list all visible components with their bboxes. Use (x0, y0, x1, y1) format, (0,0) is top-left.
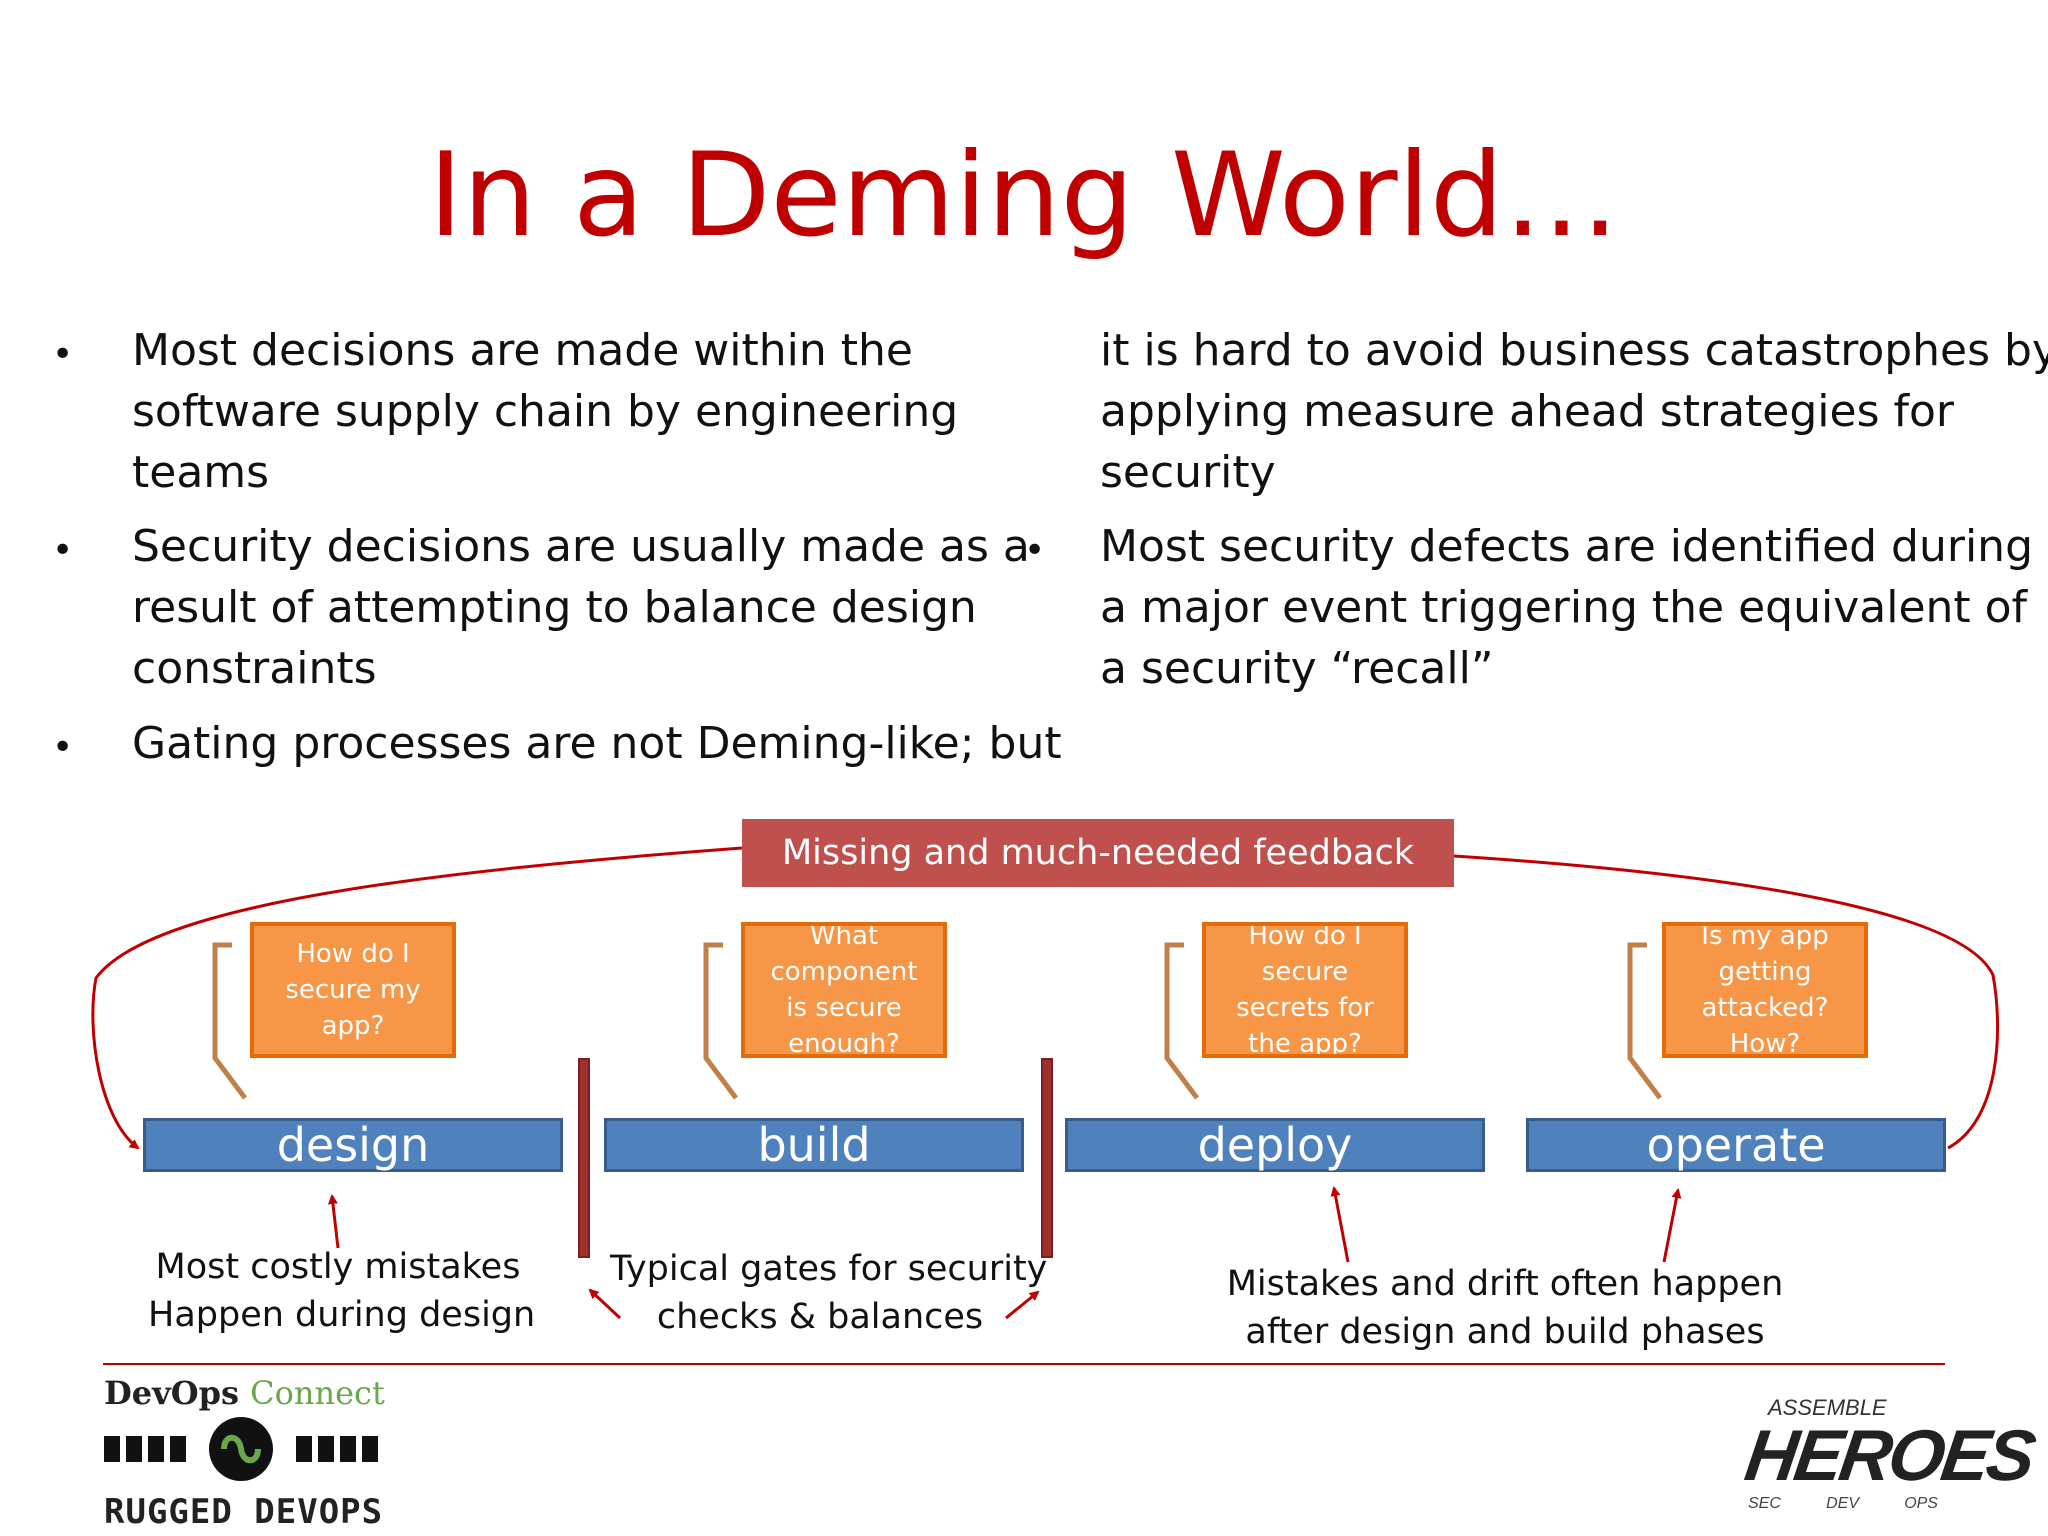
question-line: attacked? (1701, 993, 1829, 1023)
bullet-text-line: security (1100, 447, 1276, 498)
bullet-text-line: software supply chain by engineering (132, 386, 959, 437)
question-line: component (770, 957, 918, 987)
question-line: secure my (285, 975, 421, 1005)
phase-operate: operate (1526, 1118, 1946, 1172)
question-line: How do I (296, 939, 410, 969)
bullet-text-line: Gating processes are not Deming-like; bu… (132, 718, 1062, 769)
security-gate-2 (1041, 1058, 1053, 1258)
caption-design: Most costly mistakes Happen during desig… (148, 1243, 536, 1339)
bullet-text-line: a major event triggering the equivalent … (1100, 582, 2028, 633)
question-line: the app? (1248, 1029, 1362, 1058)
feedback-loop-curve-right (1453, 854, 2000, 1150)
chain-logo-icon (104, 1417, 378, 1481)
assemble-heroes-logo: ASSEMBLE HEROES SEC DEV OPS (1738, 1395, 2037, 1525)
feedback-loop-curve (91, 846, 743, 1150)
bullet-text-line: Security decisions are usually made as a (132, 521, 1030, 572)
bullet-text-line: applying measure ahead strategies for (1100, 386, 1954, 437)
question-box-build: What component is secure enough? (741, 922, 947, 1058)
arrow-icon (588, 1288, 622, 1320)
bullet-text-line: constraints (132, 643, 377, 694)
question-line: How? (1729, 1029, 1801, 1058)
logo-text-line: ASSEMBLE (1768, 1395, 1887, 1420)
devops-connect-logo: DevOps Connect RUGGED DEVOPS (104, 1374, 385, 1534)
question-line: is secure (786, 993, 902, 1023)
caption-line: Happen during design (148, 1295, 536, 1335)
footer-divider (103, 1363, 1945, 1365)
logo-word: Connect (250, 1374, 385, 1412)
bullet-text-line: teams (132, 447, 270, 498)
arrow-icon (1005, 1290, 1040, 1320)
feedback-loop-label: Missing and much-needed feedback loop (742, 819, 1454, 941)
question-line: Is my app (1701, 922, 1829, 951)
logo-word: DEV (1826, 1495, 1859, 1512)
bracket-icon (1627, 942, 1662, 1100)
caption-line: Typical gates for security (610, 1249, 1048, 1289)
bullet-marker: • (52, 530, 74, 571)
bullet-marker: • (52, 334, 74, 375)
logo-text-line: HEROES (1740, 1416, 2038, 1496)
logo-text-line: RUGGED DEVOPS (104, 1492, 384, 1532)
question-box-deploy: How do I secure secrets for the app? (1202, 922, 1408, 1058)
bullet-text-line: result of attempting to balance design (132, 582, 977, 633)
arrow-icon (1662, 1188, 1682, 1263)
logo-word: SEC (1748, 1495, 1781, 1512)
bullet-text-line: a security “recall” (1100, 643, 1494, 694)
phase-deploy: deploy (1065, 1118, 1485, 1172)
bullet-text-line: Most security defects are identified dur… (1100, 521, 2034, 572)
caption-line: after design and build phases (1245, 1312, 1765, 1352)
question-line: What (809, 922, 879, 951)
caption-drift: Mistakes and drift often happen after de… (1220, 1260, 1790, 1356)
caption-line: Most costly mistakes (155, 1247, 521, 1287)
logo-sub-row: SEC DEV OPS (1748, 1495, 1938, 1513)
caption-gates: Typical gates for security checks & bala… (610, 1245, 1048, 1341)
bullet-marker: • (1024, 530, 1046, 571)
bracket-icon (1164, 942, 1199, 1100)
question-line: secure (1261, 957, 1349, 987)
question-line: How do I (1248, 922, 1362, 951)
question-box-operate: Is my app getting attacked? How? (1662, 922, 1868, 1058)
question-line: secrets for (1236, 993, 1374, 1023)
logo-word: OPS (1904, 1495, 1938, 1512)
question-box-design: How do I secure my app? (250, 922, 456, 1058)
logo-text-line: DevOps Connect (104, 1374, 385, 1412)
bullet-marker: • (52, 727, 74, 768)
phase-build: build (604, 1118, 1024, 1172)
question-line: app? (321, 1011, 385, 1041)
phase-design: design (143, 1118, 563, 1172)
question-line: enough? (788, 1029, 900, 1058)
arrow-icon (1330, 1186, 1350, 1263)
question-line: getting (1718, 957, 1812, 987)
logo-word: DevOps (104, 1374, 239, 1412)
caption-line: checks & balances (656, 1297, 984, 1337)
caption-line: Mistakes and drift often happen (1226, 1264, 1784, 1304)
bracket-icon (703, 942, 738, 1100)
arrow-icon (327, 1194, 340, 1249)
bullet-text-line: it is hard to avoid business catastrophe… (1100, 325, 2048, 376)
slide-title: In a Deming World… (428, 128, 1620, 263)
bullet-text-line: Most decisions are made within the (132, 325, 913, 376)
bracket-icon (212, 942, 247, 1100)
security-gate-1 (578, 1058, 590, 1258)
